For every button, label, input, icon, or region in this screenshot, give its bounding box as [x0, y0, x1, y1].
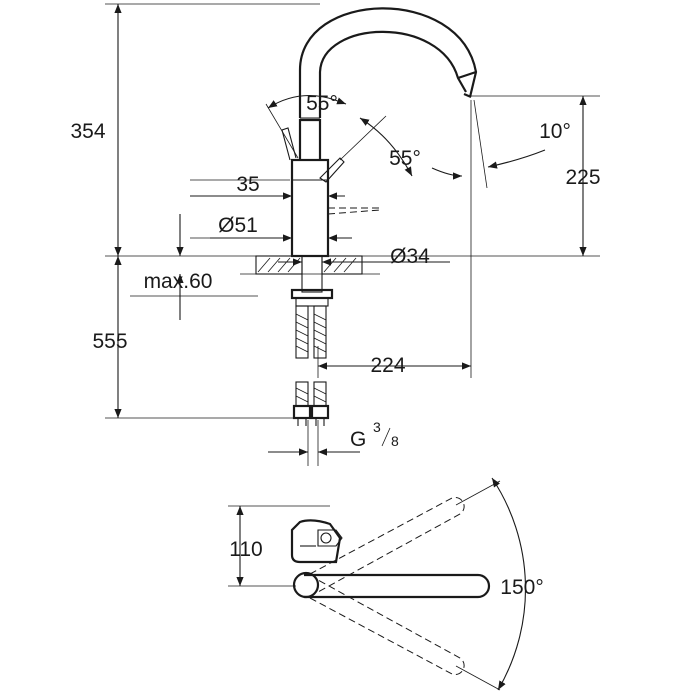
- top-view: 110 150°: [228, 477, 544, 691]
- top-extension-lines: [228, 505, 330, 587]
- faucet-body: [281, 118, 381, 258]
- countertop-section: [240, 255, 380, 307]
- extension-lines: [105, 3, 600, 419]
- label-225: 225: [565, 166, 600, 189]
- label-354: 354: [70, 120, 105, 143]
- label-d51: Ø51: [218, 214, 258, 237]
- angle-10: 10°: [487, 120, 571, 169]
- dimension-354: 354: [70, 4, 122, 256]
- label-thread-denominator: 8: [391, 433, 399, 449]
- spout: [298, 7, 488, 189]
- dimension-max60: max.60: [130, 214, 258, 320]
- side-view: 354 555 225: [70, 3, 601, 466]
- angle-55-right: 55°: [339, 115, 463, 180]
- label-thread-numerator: 3: [373, 419, 381, 435]
- dimension-555: 555: [92, 256, 128, 418]
- label-224: 224: [370, 354, 405, 377]
- supply-hoses: [292, 305, 330, 466]
- angle-55-left: 55°: [265, 92, 347, 159]
- label-thread-g: G: [350, 428, 366, 451]
- dimension-thread: G 3 8: [268, 419, 399, 456]
- label-d34: Ø34: [390, 245, 430, 268]
- label-10: 10°: [539, 120, 571, 143]
- dimension-224: 224: [318, 354, 471, 377]
- spout-top-solid: [304, 573, 491, 599]
- spout-top-dashed: [309, 496, 465, 676]
- dimension-d51: Ø51: [210, 214, 352, 242]
- label-35: 35: [236, 173, 259, 196]
- angle-150: 150°: [455, 477, 544, 691]
- dimension-225: 225: [565, 96, 601, 256]
- label-555: 555: [92, 330, 127, 353]
- dimension-35: 35: [190, 173, 345, 200]
- label-55-right: 55°: [389, 147, 421, 170]
- label-110: 110: [229, 538, 262, 561]
- body-top: [290, 519, 343, 599]
- dimension-d34: Ø34: [278, 245, 450, 268]
- dimension-110: 110: [229, 506, 263, 586]
- label-max60: max.60: [144, 270, 213, 293]
- label-55-left: 55°: [306, 92, 338, 115]
- label-150: 150°: [500, 576, 543, 599]
